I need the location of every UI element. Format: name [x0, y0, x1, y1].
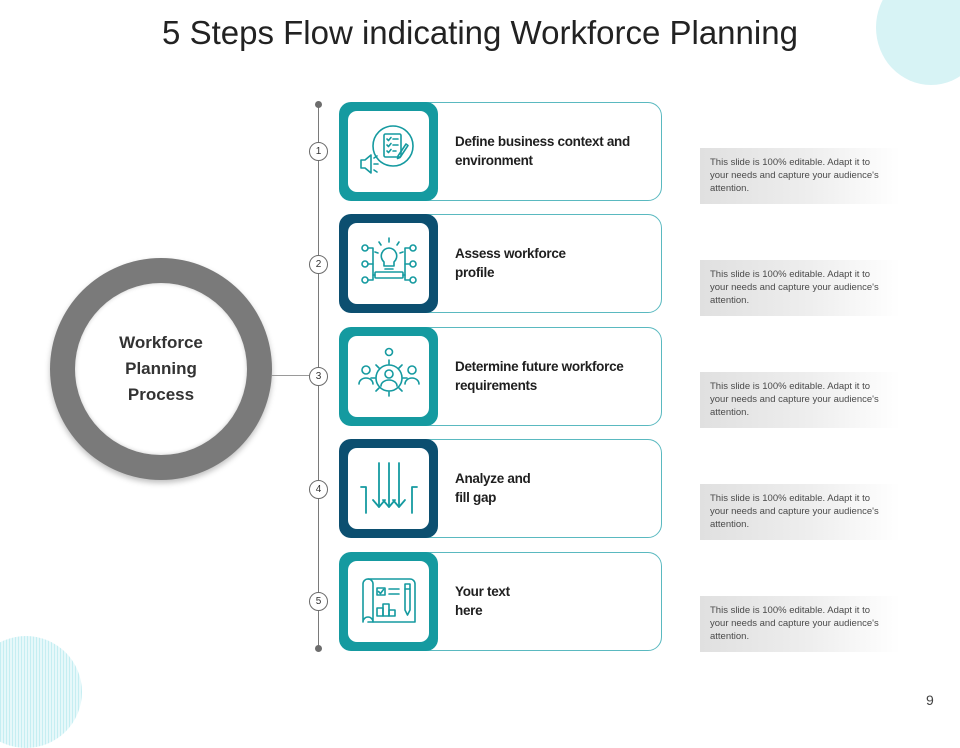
blueprint-pencil-icon — [361, 577, 416, 623]
lightbulb-network-icon — [360, 236, 417, 284]
center-ring: Workforce Planning Process — [50, 258, 272, 480]
center-connector-line — [272, 375, 318, 376]
team-gear-icon — [357, 347, 420, 397]
step-note-5: This slide is 100% editable. Adapt it to… — [700, 596, 900, 652]
step-icon-box — [339, 439, 438, 538]
step-label: Analyze and fill gap — [455, 471, 531, 505]
step-label: Your text here — [455, 584, 510, 618]
step-number-badge-3: 3 — [309, 367, 328, 386]
page-number: 9 — [926, 692, 934, 708]
step-icon-inner — [348, 561, 429, 642]
step-label: Assess workforce profile — [455, 246, 566, 280]
step-icon-inner — [348, 223, 429, 304]
timeline-start-dot — [315, 101, 322, 108]
step-2: Assess workforce profile — [339, 214, 662, 313]
slide-title: 5 Steps Flow indicating Workforce Planni… — [162, 14, 798, 51]
step-3: Determine future workforce requirements — [339, 327, 662, 426]
center-ring-inner: Workforce Planning Process — [75, 283, 247, 455]
arrows-down-gap-icon — [359, 461, 418, 514]
step-number-badge-2: 2 — [309, 255, 328, 274]
decorative-circle-bottom-left — [0, 636, 82, 748]
step-number-badge-1: 1 — [309, 142, 328, 161]
step-4: Analyze and fill gap — [339, 439, 662, 538]
checklist-megaphone-icon — [359, 124, 414, 174]
center-label: Workforce Planning Process — [119, 333, 203, 404]
step-icon-box — [339, 327, 438, 426]
step-icon-box — [339, 102, 438, 201]
step-note-3: This slide is 100% editable. Adapt it to… — [700, 372, 900, 428]
step-label: Determine future workforce requirements — [455, 359, 624, 393]
step-note-2: This slide is 100% editable. Adapt it to… — [700, 260, 900, 316]
timeline-end-dot — [315, 645, 322, 652]
step-icon-box — [339, 552, 438, 651]
step-number-badge-5: 5 — [309, 592, 328, 611]
step-number-badge-4: 4 — [309, 480, 328, 499]
step-icon-box — [339, 214, 438, 313]
step-note-1: This slide is 100% editable. Adapt it to… — [700, 148, 900, 204]
step-icon-inner — [348, 336, 429, 417]
step-icon-inner — [348, 111, 429, 192]
step-1: Define business context and environment — [339, 102, 662, 201]
step-label: Define business context and environment — [455, 134, 630, 168]
step-note-4: This slide is 100% editable. Adapt it to… — [700, 484, 900, 540]
step-icon-inner — [348, 448, 429, 529]
step-5: Your text here — [339, 552, 662, 651]
